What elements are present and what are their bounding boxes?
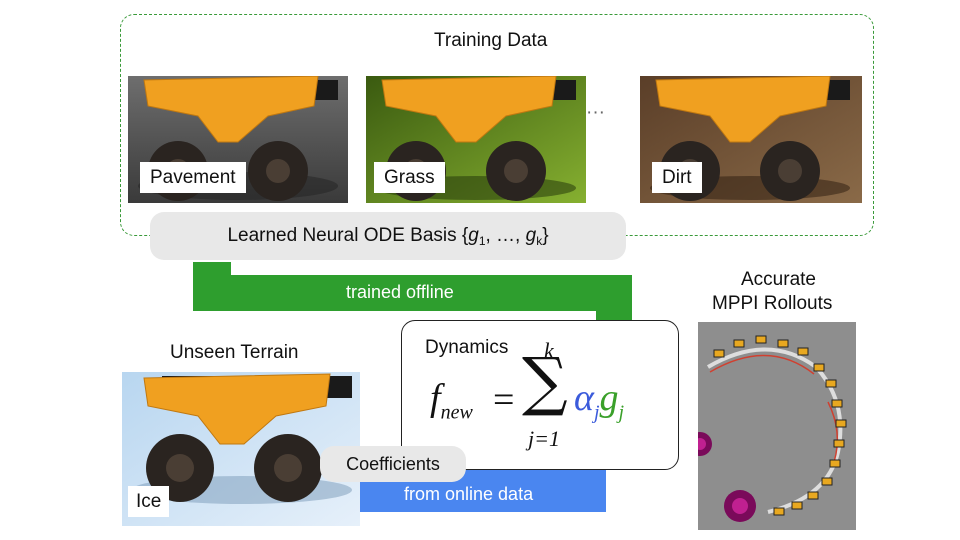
dirt-robot-image: Dirt: [640, 76, 862, 203]
eq-equals: =: [493, 379, 515, 421]
basis-sub-k: k: [536, 234, 543, 248]
eq-sum-lower: j=1: [528, 426, 560, 451]
neural-ode-basis-pill: Learned Neural ODE Basis {g1, …, gk}: [150, 212, 626, 260]
dynamics-equation-lhs: fnew: [430, 376, 473, 425]
basis-suffix: }: [542, 225, 549, 246]
more-terrains-ellipsis: ···: [586, 102, 605, 123]
terrain-label-dirt: Dirt: [652, 162, 702, 193]
terrain-label-ice: Ice: [128, 486, 170, 517]
terrain-label-pavement: Pavement: [140, 162, 246, 193]
eq-f: f: [430, 377, 441, 419]
eq-alpha: α: [574, 377, 594, 419]
dynamics-box: [401, 320, 679, 470]
eq-g: g: [599, 377, 619, 419]
rollouts-title-line2: MPPI Rollouts: [712, 293, 833, 314]
rollouts-title-line1: Accurate: [741, 269, 816, 290]
ice-robot-image: Ice: [122, 372, 360, 526]
mppi-rollouts-image: [698, 322, 856, 530]
dynamics-equation-rhs: αjgj: [574, 376, 624, 425]
basis-prefix: Learned Neural ODE Basis {: [227, 225, 469, 246]
eq-g-sub: j: [618, 401, 625, 424]
grass-robot-image: Grass: [366, 76, 586, 203]
eq-sum-upper: k: [544, 338, 554, 363]
trained-offline-label: trained offline: [346, 282, 454, 302]
training-data-title: Training Data: [434, 30, 548, 51]
terrain-label-grass: Grass: [374, 162, 445, 193]
coefficients-pill: Coefficients: [320, 446, 466, 482]
basis-g1: g: [468, 225, 479, 246]
eq-alpha-sub: j: [593, 401, 600, 424]
basis-sub-1: 1: [478, 234, 486, 248]
dynamics-title: Dynamics: [425, 337, 509, 358]
eq-sigma: ∑: [522, 345, 568, 419]
unseen-terrain-title: Unseen Terrain: [170, 342, 299, 363]
eq-f-sub: new: [440, 401, 473, 424]
basis-gk: g: [525, 225, 537, 246]
from-online-data-label: from online data: [404, 484, 534, 504]
pavement-robot-image: Pavement: [128, 76, 348, 203]
basis-middle: , …,: [485, 225, 526, 246]
